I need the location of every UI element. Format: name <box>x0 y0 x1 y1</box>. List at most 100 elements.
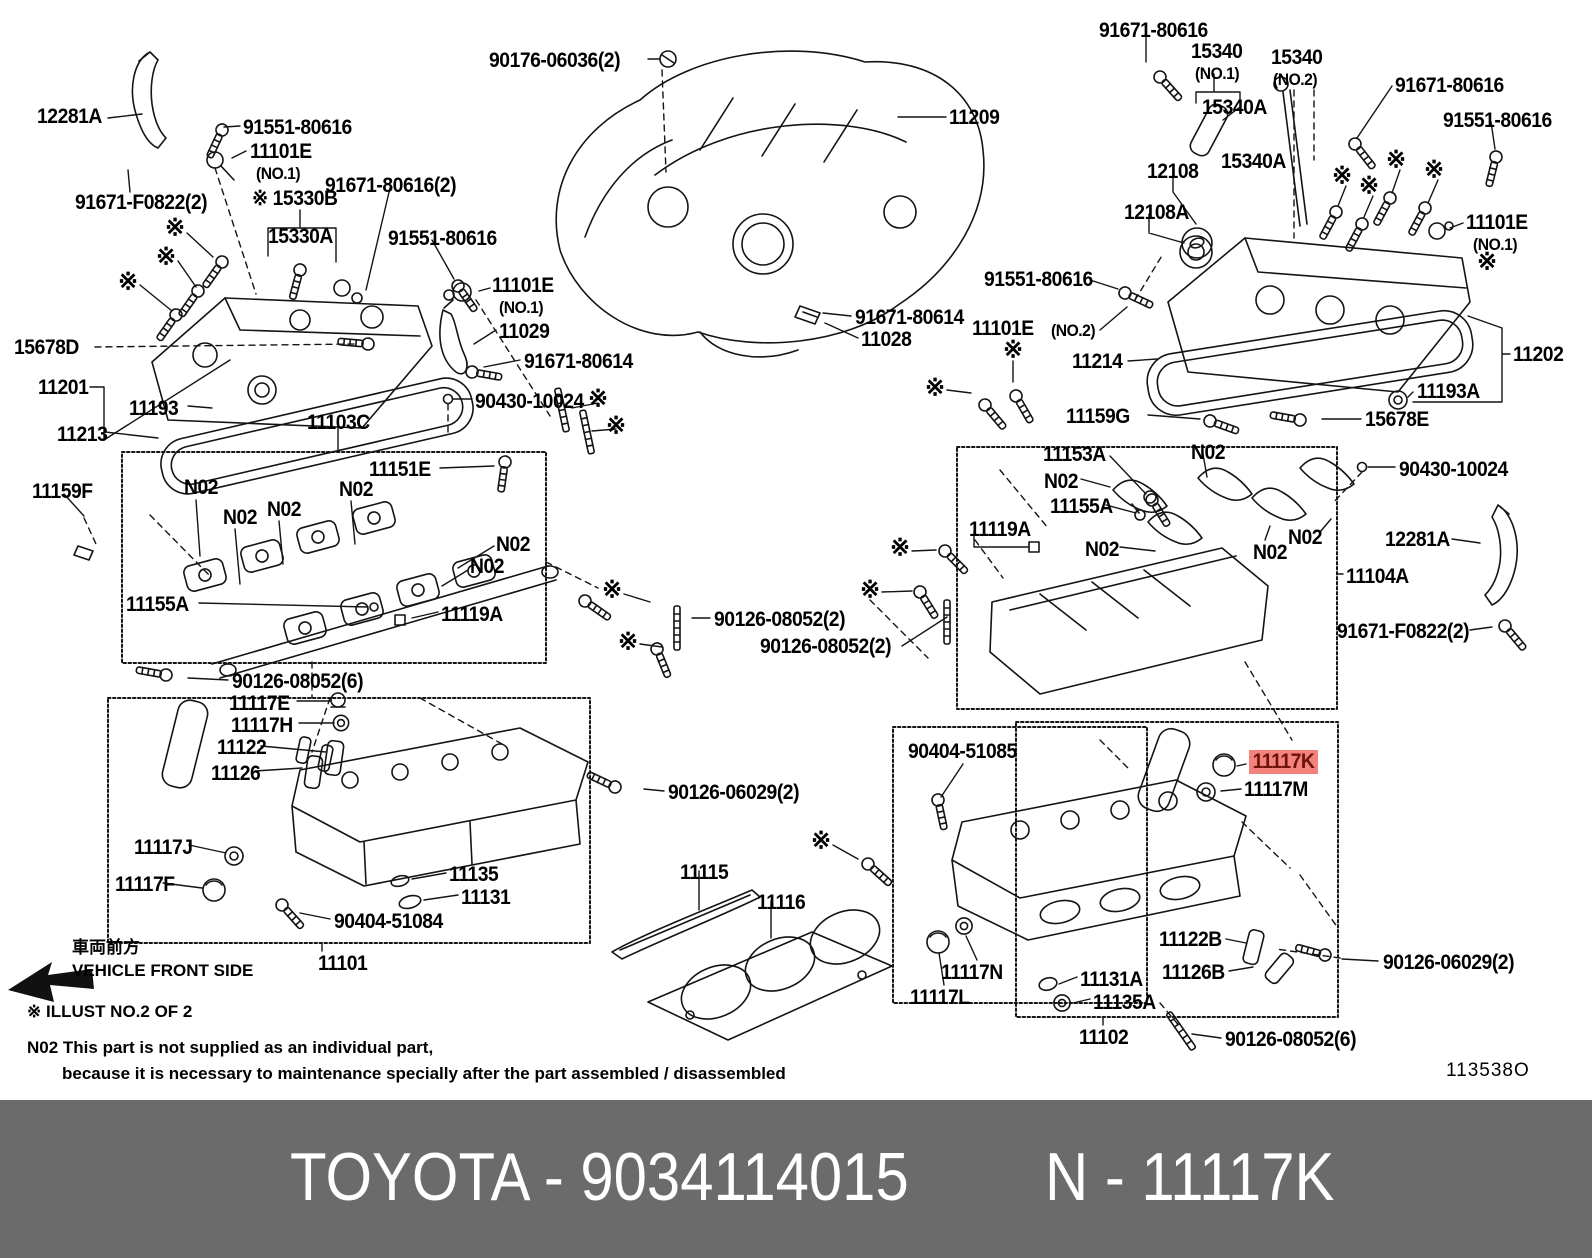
head-gaskets-sketch <box>612 890 892 1040</box>
part-label: 11029 <box>499 320 550 343</box>
footer-part-number: TOYOTA - 9034114015 <box>290 1139 909 1215</box>
part-label: 90404-51085 <box>908 740 1017 763</box>
part-label: 91671-80616 <box>1099 19 1208 42</box>
highlighted-part-label[interactable]: 11117K <box>1249 750 1319 775</box>
part-label: 91671-80614 <box>855 306 964 329</box>
part-label: 11193A <box>1417 380 1480 403</box>
part-label: 11117N <box>941 961 1003 984</box>
part-label: 11131A <box>1080 968 1143 991</box>
part-label: N02 <box>223 506 258 529</box>
reference-star-mark: ※ <box>859 576 881 604</box>
part-label: 11103C <box>307 411 370 434</box>
part-label: 91671-80614 <box>524 350 633 373</box>
part-label: 11101 <box>318 952 368 975</box>
small-parts-layer <box>74 51 1453 1012</box>
part-label: 11101E <box>972 317 1034 340</box>
cylinder-head-right-sketch <box>952 725 1295 985</box>
reference-star-mark: ※ <box>605 412 627 440</box>
part-label: 90430-10024 <box>1399 458 1508 481</box>
dashed-lines <box>84 70 1362 1028</box>
part-label: 15340 <box>1271 46 1323 69</box>
part-label: 90126-08052(6) <box>1225 1028 1357 1051</box>
footer-bar: TOYOTA - 9034114015 N - 11117K <box>0 1100 1592 1258</box>
reference-star-mark: ※ <box>617 628 639 656</box>
reference-star-mark: ※ <box>1423 156 1445 184</box>
part-label: 90176-06036(2) <box>489 49 621 72</box>
reference-star-mark: ※ <box>889 534 911 562</box>
leader-lines <box>64 36 1510 1038</box>
part-label: 12281A <box>1385 528 1450 551</box>
part-label: 11122 <box>217 736 267 759</box>
part-label: 11117M <box>1244 778 1308 801</box>
part-label: 11117H <box>231 714 293 737</box>
engine-cover-sketch <box>556 51 984 357</box>
part-label: N02 <box>1085 538 1120 561</box>
part-label: 11213 <box>57 423 108 446</box>
part-label: 11122B <box>1159 928 1222 951</box>
reference-star-mark: ※ <box>164 214 186 242</box>
part-label: 11117J <box>134 836 193 859</box>
part-label: (NO.1) <box>499 298 544 317</box>
reference-star-mark: ※ <box>1002 336 1024 364</box>
part-label: 91671-F0822(2) <box>75 191 208 214</box>
reference-star-mark: ※ <box>587 385 609 413</box>
part-label: 11151E <box>369 458 431 481</box>
part-label: 12281A <box>37 105 102 128</box>
camshaft-box-left <box>181 499 558 678</box>
part-label: N02 <box>470 555 505 578</box>
reference-star-mark: ※ <box>117 268 139 296</box>
part-label: 11117E <box>229 692 290 715</box>
part-label: 11155A <box>1050 495 1113 518</box>
part-label: 11214 <box>1072 350 1123 373</box>
reference-star-mark: ※ <box>924 374 946 402</box>
part-label: (NO.1) <box>1473 235 1518 254</box>
part-label: 90430-10024 <box>475 390 584 413</box>
part-label: 11119A <box>969 518 1031 541</box>
part-label: 車両前方 <box>72 938 140 957</box>
part-label: 12108A <box>1124 201 1189 224</box>
part-label: 12108 <box>1147 160 1199 183</box>
part-label: N02 <box>267 498 302 521</box>
reference-star-mark: ※ <box>601 576 623 604</box>
part-label: 11202 <box>1513 343 1564 366</box>
part-label: (NO.2) <box>1273 70 1318 89</box>
part-label: 11101E <box>1466 211 1528 234</box>
part-label: 11117F <box>115 873 175 896</box>
part-label: 11028 <box>861 328 912 351</box>
part-label: 91551-80616 <box>388 227 497 250</box>
part-label: 11131 <box>461 886 511 909</box>
part-label: 11102 <box>1079 1026 1129 1049</box>
part-label: 11193 <box>129 397 179 420</box>
part-label: 11153A <box>1043 443 1106 466</box>
part-label: 11126B <box>1162 961 1225 984</box>
valve-cover-left-sketch <box>132 52 478 499</box>
part-label: N02 This part is not supplied as an indi… <box>27 1038 434 1057</box>
part-label: 11115 <box>680 861 729 884</box>
part-label: VEHICLE FRONT SIDE <box>72 961 254 980</box>
front-arrow <box>8 962 94 1002</box>
part-label: 15340A <box>1221 150 1286 173</box>
part-label: 11101E <box>250 140 312 163</box>
camshaft-box-right <box>990 457 1355 694</box>
part-label: 11119A <box>441 603 503 626</box>
part-label: N02 <box>1044 470 1079 493</box>
part-label: 15678E <box>1365 408 1429 431</box>
part-label: 11116 <box>757 891 806 914</box>
part-label: 11159F <box>32 480 93 503</box>
reference-star-mark: ※ <box>1331 162 1353 190</box>
part-label: 91671-F0822(2) <box>1337 620 1470 643</box>
part-label: ※ ILLUST NO.2 OF 2 <box>27 1002 193 1021</box>
part-label: 91671-80616 <box>1395 74 1504 97</box>
reference-star-mark: ※ <box>155 243 177 271</box>
part-label: 11159G <box>1066 405 1130 428</box>
part-label: 11135 <box>449 863 499 886</box>
part-label: 15330A <box>268 225 333 248</box>
reference-star-mark: ※ <box>1476 248 1498 276</box>
part-label: N02 <box>339 478 374 501</box>
reference-star-mark: ※ <box>1385 146 1407 174</box>
part-label: 90126-06029(2) <box>1383 951 1515 974</box>
part-boxes <box>108 447 1338 1017</box>
valve-cover-right-sketch <box>1143 77 1517 605</box>
part-label: 15340A <box>1202 96 1267 119</box>
part-label: (NO.1) <box>1195 64 1240 83</box>
